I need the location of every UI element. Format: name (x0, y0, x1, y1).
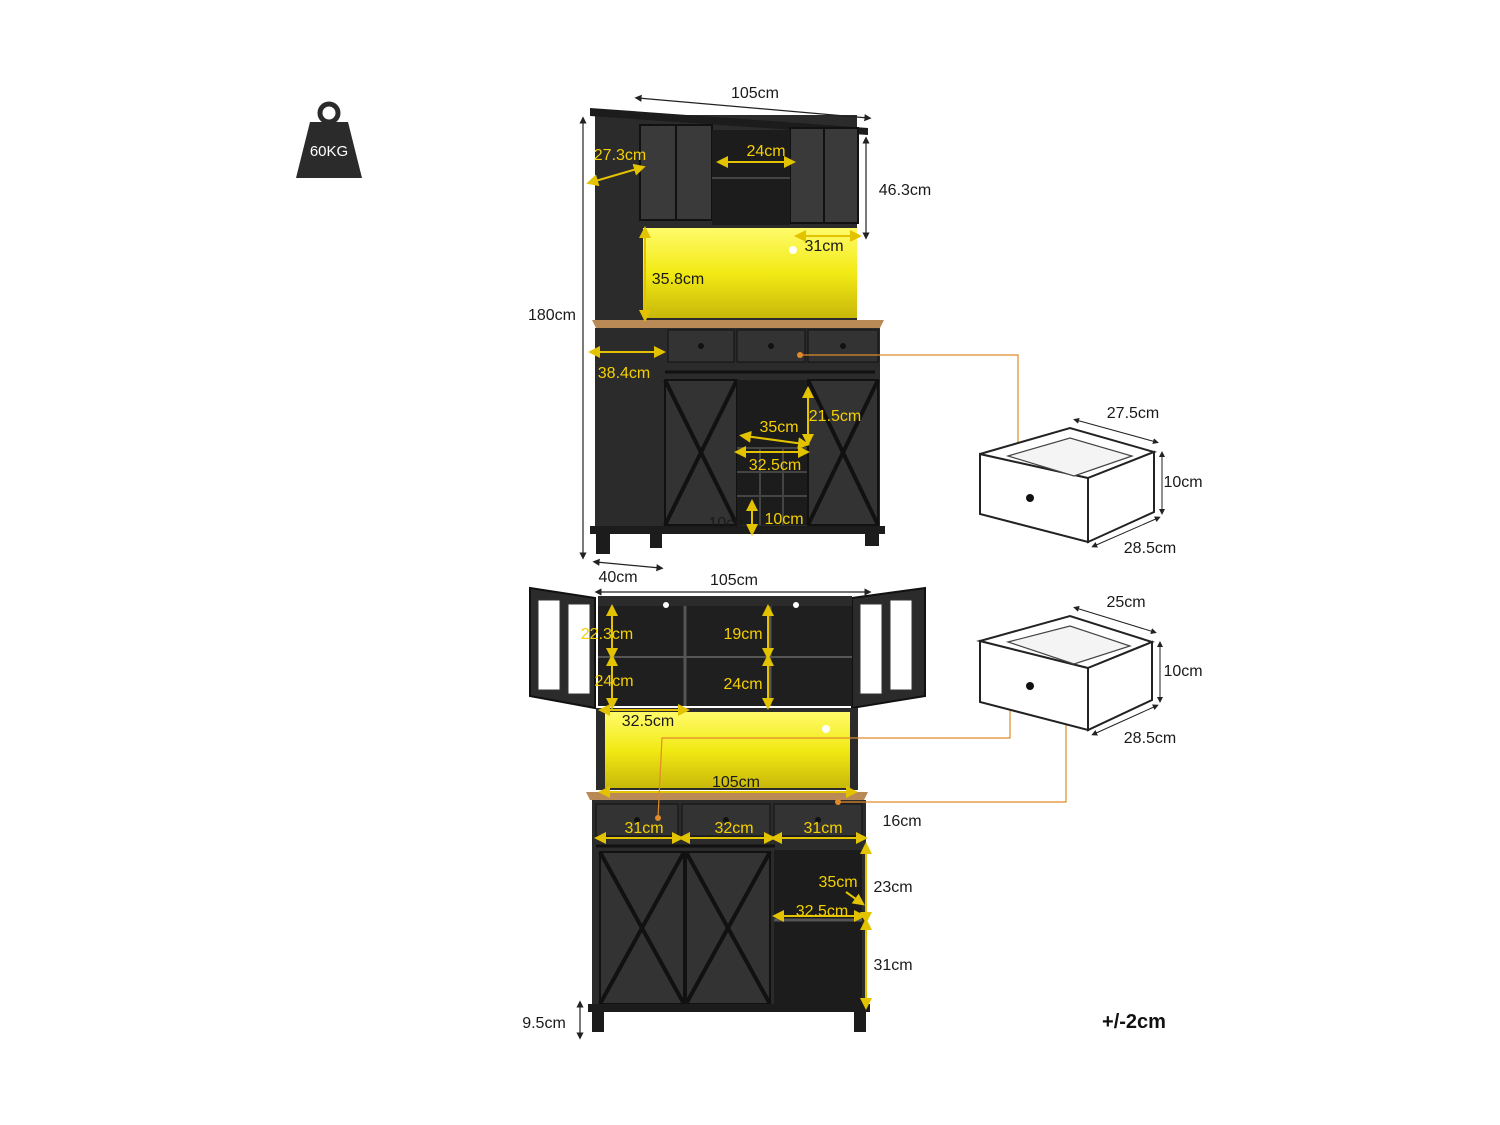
led-lit-opening-open (605, 712, 850, 788)
barn-door-right (806, 379, 880, 526)
puck-light-right (793, 602, 799, 608)
side-height-label: 21.5cm (809, 408, 861, 425)
barn-door-left (663, 379, 739, 526)
top-depth-label: 27.3cm (594, 147, 646, 164)
hutch-height-label: 46.3cm (879, 182, 931, 199)
wood-countertop (592, 320, 884, 328)
light-shelf-label: 31cm (804, 238, 843, 255)
drawer-large-height: 10cm (1163, 474, 1202, 491)
light-icon (789, 246, 797, 254)
drawer-small-width: 25cm (1106, 594, 1145, 611)
barn-door-center-open (684, 851, 772, 1005)
lower-shelf-left-label: 24cm (594, 673, 633, 690)
drawer-small-diagram: 25cm 10cm 28.5cm (976, 594, 1203, 747)
puck-light-left (663, 602, 669, 608)
side-depth-label: 35cm (818, 874, 857, 891)
side-upper-label: 23cm (873, 879, 912, 896)
drawer-knob-hole (1026, 494, 1034, 502)
cabinet-front-view (590, 108, 885, 554)
top-width-label: 105cm (731, 85, 779, 102)
bottom-dimensions: 105cm 22.3cm 19cm 24cm 24cm 32.5cm 105cm… (522, 572, 922, 1040)
bottom-depth-label: 40cm (598, 569, 637, 586)
cube-height-label-b: 10cm (764, 511, 803, 528)
drawer-small-depth: 28.5cm (1124, 730, 1176, 747)
lower-shelf-center-label: 24cm (723, 676, 762, 693)
barn-door-left-open (598, 851, 686, 1005)
upper-shelf-left-label: 22.3cm (581, 626, 633, 643)
hutch-interior (598, 596, 852, 706)
counter-width-label: 105cm (712, 774, 760, 791)
side-width-label: 32.5cm (796, 903, 848, 920)
drawer-right-label: 31cm (803, 820, 842, 837)
light-opening-label: 35.8cm (652, 271, 704, 288)
weight-label: 60KG (310, 143, 348, 160)
drawer-center-label: 32cm (714, 820, 753, 837)
drawer-knob-hole-small (1026, 682, 1034, 690)
drawer-large-width: 27.5cm (1107, 405, 1159, 422)
light-icon-open (822, 725, 830, 733)
shelf-width-label: 32.5cm (622, 713, 674, 730)
wood-countertop-open (586, 792, 868, 800)
leader-lines (655, 352, 1067, 821)
wine-inner-label: 32.5cm (749, 457, 801, 474)
drawer-small-height: 10cm (1163, 663, 1202, 680)
leg-height-label: 9.5cm (522, 1015, 566, 1032)
drawer-large-depth: 28.5cm (1124, 540, 1176, 557)
drawer-large-diagram: 27.5cm 10cm 28.5cm (979, 405, 1203, 557)
base-depth-label: 38.4cm (598, 365, 650, 382)
bottom-width-label: 105cm (710, 572, 758, 589)
led-lit-opening (643, 228, 857, 318)
wine-width-label: 35cm (759, 419, 798, 436)
tolerance-note: +/-2cm (1102, 1011, 1166, 1033)
upper-shelf-center-label: 19cm (723, 626, 762, 643)
drawer-left-label: 31cm (624, 820, 663, 837)
kettlebell-weight-icon: 60KG (296, 101, 362, 178)
side-lower-label: 31cm (873, 957, 912, 974)
drawer-height-label: 16cm (882, 813, 921, 830)
center-shelf-label: 24cm (746, 143, 785, 160)
side-compartment (774, 850, 862, 1004)
total-height-label: 180cm (528, 307, 576, 324)
cube-height-label-a: 10cm (708, 515, 747, 532)
top-dimensions: 105cm 27.3cm 24cm 46.3cm 31cm 35.8cm 180… (528, 85, 931, 586)
